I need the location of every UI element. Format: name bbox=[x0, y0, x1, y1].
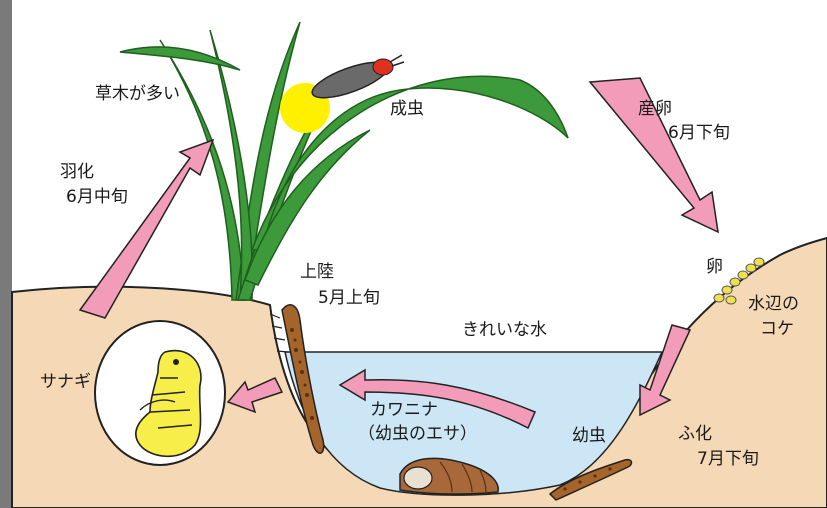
label-snail-note: （幼虫のエサ） bbox=[358, 422, 477, 446]
label-adult: 成虫 bbox=[390, 97, 424, 121]
label-hatching: ふ化 bbox=[678, 422, 712, 446]
left-border bbox=[0, 0, 12, 508]
label-hatching-time: 7月下旬 bbox=[697, 447, 759, 471]
label-landing: 上陸 bbox=[300, 260, 334, 284]
label-emergence-time: 6月中旬 bbox=[66, 185, 128, 209]
label-clean-water: きれいな水 bbox=[462, 318, 547, 342]
label-pupa: サナギ bbox=[40, 370, 91, 394]
label-snail: カワニナ bbox=[370, 398, 438, 422]
label-larva: 幼虫 bbox=[572, 424, 606, 448]
label-landing-time: 5月上旬 bbox=[318, 286, 380, 310]
label-waterside-moss: 水辺の bbox=[748, 292, 799, 316]
label-grassy: 草木が多い bbox=[95, 82, 180, 106]
label-egg: 卵 bbox=[706, 255, 723, 279]
label-egg-laying-time: 6月下旬 bbox=[668, 121, 730, 145]
label-egg-laying: 産卵 bbox=[638, 97, 672, 121]
label-emergence: 羽化 bbox=[60, 160, 94, 184]
label-waterside-moss-2: コケ bbox=[760, 317, 794, 341]
